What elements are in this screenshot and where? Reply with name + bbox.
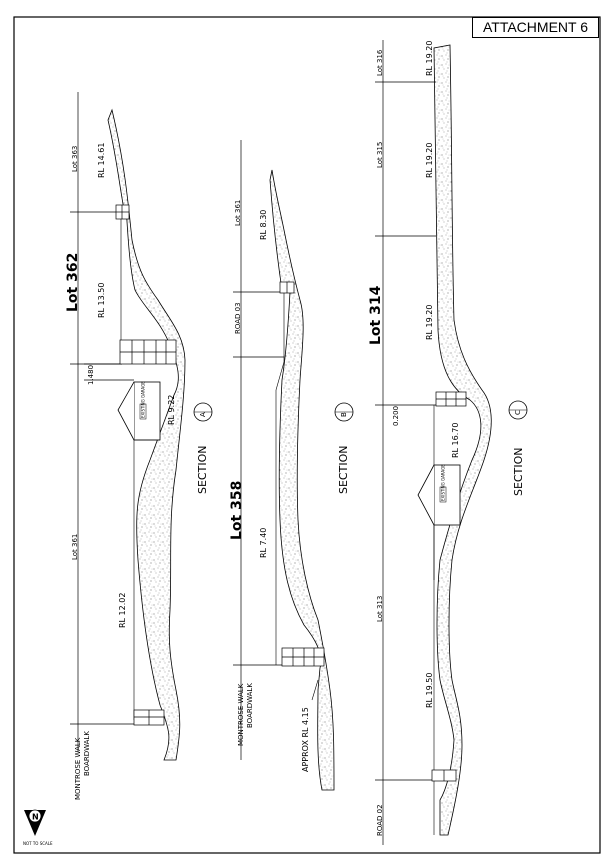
north-arrow-letter: N <box>32 813 39 822</box>
section-b-label: SECTION <box>337 446 350 494</box>
section-b-boundary-1: MONTROSE WALK <box>237 683 245 746</box>
section-a-garage: EXISTING GARAGE <box>117 381 161 441</box>
attachment-title: ATTACHMENT 6 <box>472 17 599 38</box>
section-c-ground <box>433 44 492 836</box>
section-b-road-label: ROAD 03 <box>234 302 242 334</box>
section-c-level-1: RL 19.20 <box>425 41 434 76</box>
north-arrow-caption: NOT TO SCALE <box>23 841 53 846</box>
section-a-boundary-2: BOARDWALK <box>83 731 91 776</box>
section-c: EXISTING GARAGE Lot 316 Lot 315 Lot 314 … <box>368 40 528 845</box>
section-c-garage: EXISTING GARAGE <box>417 464 461 580</box>
section-b-level-1: RL 8.30 <box>259 210 268 240</box>
section-c-road-label: ROAD 02 <box>376 804 384 836</box>
section-b-retaining-walls <box>279 281 325 667</box>
section-a-marker-letter: A <box>199 412 207 417</box>
section-a-level-2: RL 13.50 <box>97 283 106 318</box>
section-c-structure-label: EXISTING GARAGE <box>441 464 446 501</box>
section-b: Lot 361 ROAD 03 Lot 358 RL 8.30 RL 7.40 … <box>229 140 354 791</box>
section-a-level-1: RL 14.61 <box>97 143 106 178</box>
section-a-lot-bottom-label: Lot 361 <box>71 534 79 560</box>
sheet-border <box>13 16 601 854</box>
section-c-label: SECTION <box>512 448 525 496</box>
section-b-lot-title: Lot 358 <box>229 481 245 540</box>
section-b-level-3: APPROX RL 4.15 <box>301 707 310 772</box>
section-a-dimension: 1.480 <box>87 365 95 385</box>
section-b-level-2: RL 7.40 <box>259 528 268 558</box>
section-b-marker-letter: B <box>340 412 348 417</box>
section-c-level-2: RL 19.20 <box>425 143 434 178</box>
section-a-retaining-walls <box>115 204 177 726</box>
section-c-level-4: RL 16.70 <box>451 423 460 458</box>
section-c-marker-letter: C <box>514 410 522 415</box>
section-a-level-4: RL 12.02 <box>118 593 127 628</box>
section-c-retaining-walls <box>431 391 467 782</box>
north-arrow: N NOT TO SCALE <box>23 809 53 846</box>
section-a-ground <box>107 108 186 761</box>
section-c-lot-title: Lot 314 <box>368 285 384 345</box>
section-c-level-3: RL 19.20 <box>425 305 434 340</box>
section-c-level-5: RL 19.50 <box>425 673 434 708</box>
section-a: EXISTING GARAGE Lot 363 Lot 361 Lot 362 … <box>65 92 213 800</box>
section-b-boundary-2: BOARDWALK <box>246 683 254 728</box>
section-b-lot-top-label: Lot 361 <box>234 200 242 226</box>
section-c-lot-second-label: Lot 315 <box>376 142 384 168</box>
section-a-lot-title: Lot 362 <box>65 253 81 312</box>
section-a-boundary-1: MONTROSE WALK <box>74 737 82 800</box>
section-c-lot-top-label: Lot 316 <box>376 49 384 76</box>
section-c-lot-bottom-label: Lot 313 <box>376 596 384 622</box>
section-a-label: SECTION <box>196 446 209 494</box>
section-a-structure-label: EXISTING GARAGE <box>141 381 146 418</box>
section-b-ground <box>269 169 335 791</box>
section-a-lot-top-label: Lot 363 <box>71 146 79 172</box>
section-c-dimension: 0.200 <box>392 406 400 426</box>
section-a-level-3: RL 9.22 <box>167 395 176 425</box>
